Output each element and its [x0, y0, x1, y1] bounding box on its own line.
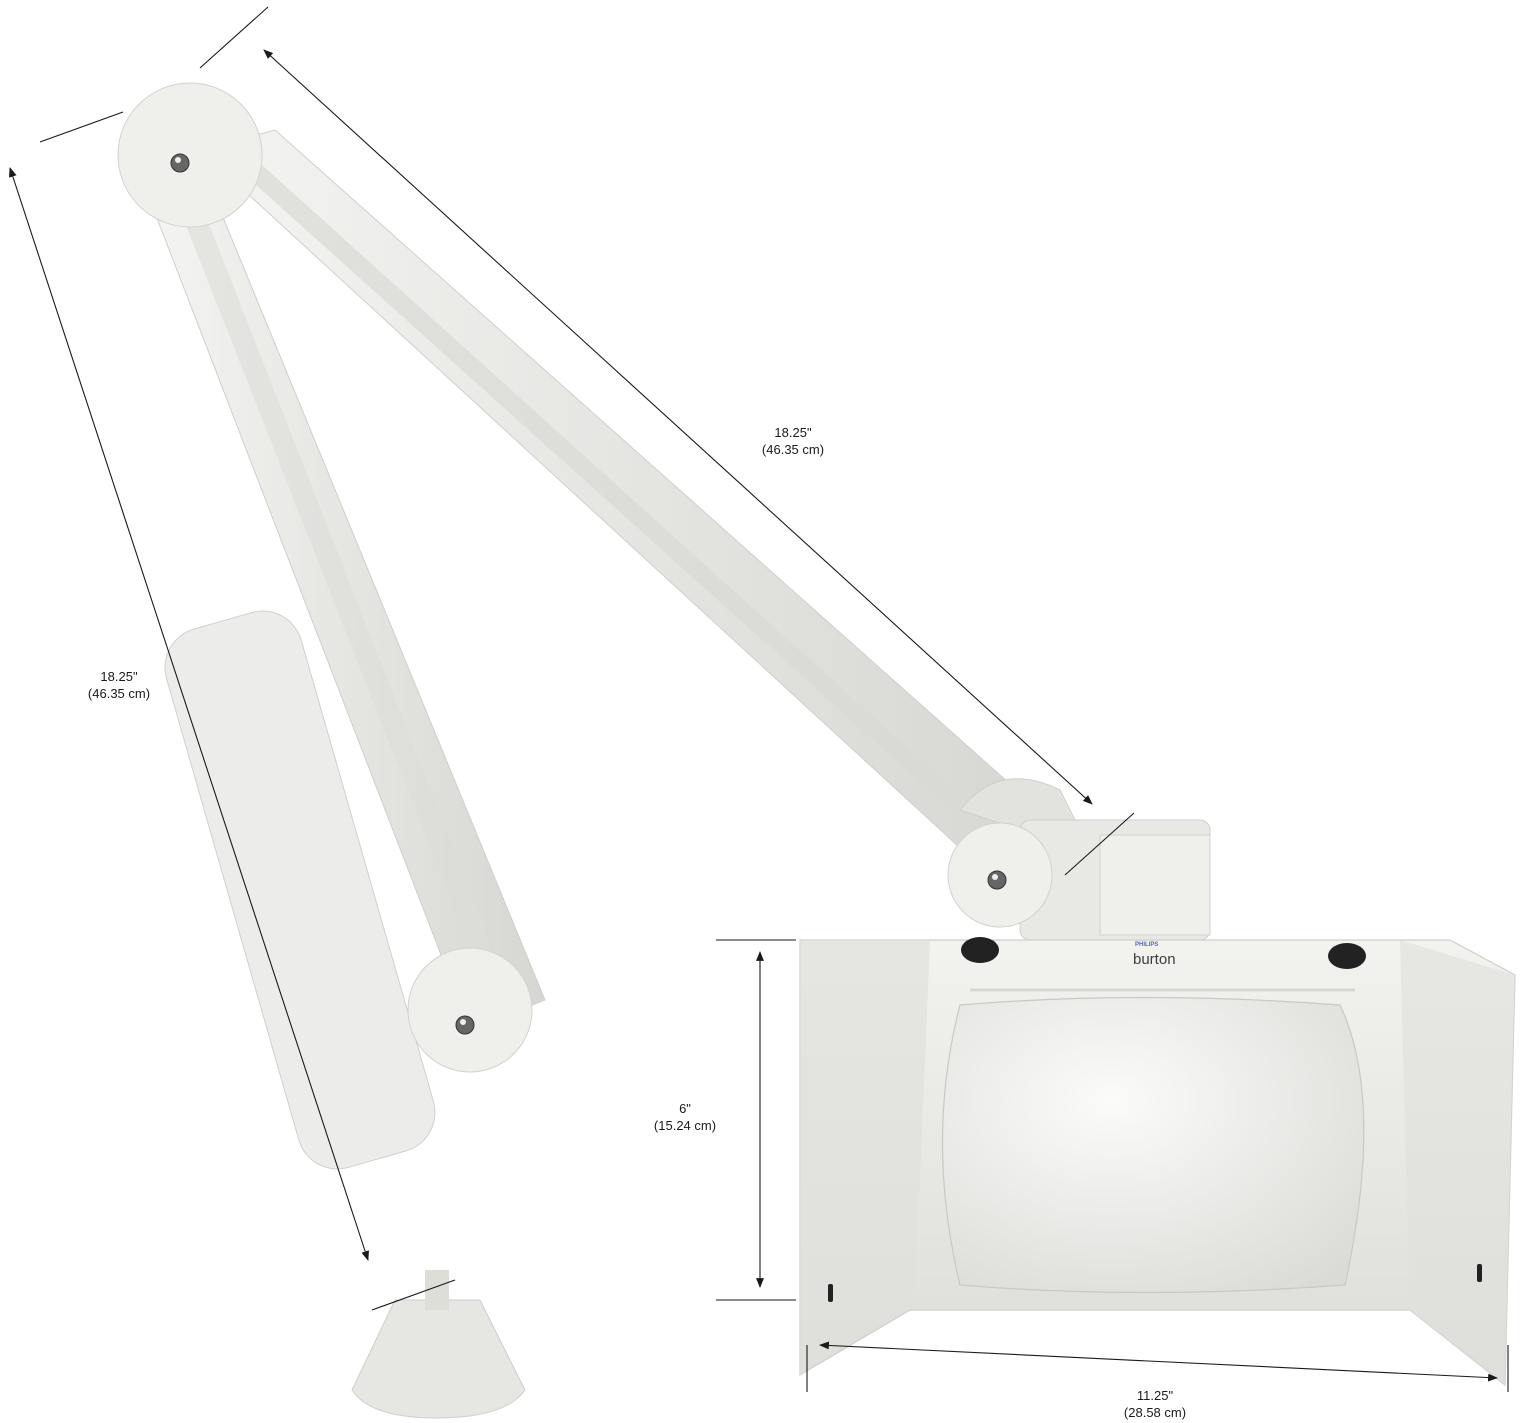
- brand-name: burton: [1133, 951, 1176, 968]
- lamp-base: [351, 1299, 526, 1419]
- dimension-labels: 18.25" (46.35 cm) 18.25" (46.35 cm) 6" (…: [88, 425, 1186, 1420]
- base-post: [425, 1270, 449, 1310]
- dim-head-width-arrow: [819, 1341, 1498, 1382]
- dim-upper-arm-arrow: [263, 49, 1093, 805]
- left-vent: [961, 937, 999, 963]
- label-head-depth-inches: 6": [679, 1101, 691, 1116]
- magnifier-lens: [941, 996, 1365, 1294]
- ext-base: [371, 1279, 456, 1311]
- label-upper-arm-cm: (46.35 cm): [762, 442, 824, 457]
- label-lower-arm-inches: 18.25": [100, 669, 138, 684]
- ext-top-b: [39, 111, 124, 143]
- label-head-depth-cm: (15.24 cm): [654, 1118, 716, 1133]
- right-vent: [1328, 943, 1366, 969]
- label-head-width-inches: 11.25": [1137, 1388, 1174, 1403]
- label-upper-arm-inches: 18.25": [774, 425, 812, 440]
- label-head-width-cm: (28.58 cm): [1124, 1405, 1186, 1420]
- dimension-lines: [9, 6, 1509, 1392]
- lamp-illustration: PHILIPS burton: [117, 82, 1516, 1419]
- top-hub: [117, 82, 263, 228]
- label-lower-arm-cm: (46.35 cm): [88, 686, 150, 701]
- ext-top-a: [199, 6, 269, 69]
- brand-maker: PHILIPS: [1135, 942, 1158, 948]
- bottom-hub: [407, 947, 533, 1073]
- ext-head: [1064, 812, 1135, 876]
- dim-lower-arm-arrow: [9, 167, 369, 1261]
